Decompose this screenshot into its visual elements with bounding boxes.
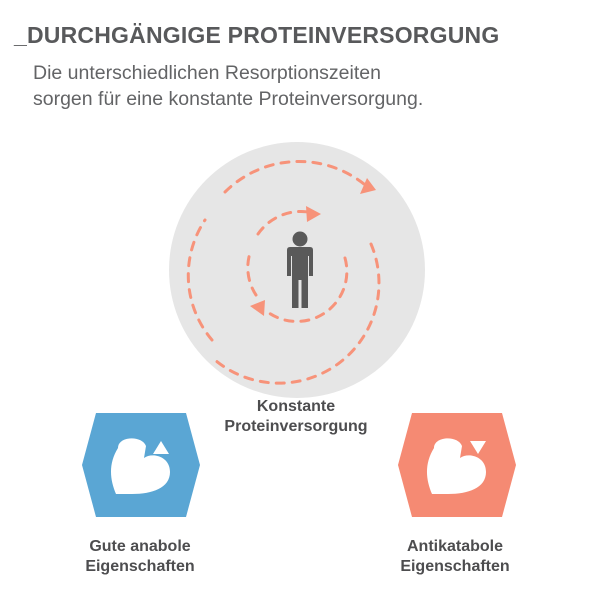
left-label-line-2: Eigenschaften (85, 558, 195, 575)
outer-arrowhead-top (360, 178, 376, 194)
arrow-up-icon (153, 441, 169, 454)
center-label: Konstante Proteinversorgung (196, 397, 396, 437)
right-badge-label: Antikatabole Eigenschaften (375, 537, 535, 577)
person-icon (287, 231, 313, 308)
center-label-line-1: Konstante (256, 398, 336, 415)
page-subtitle: Die unterschiedlichen Resorptionszeiten … (33, 60, 553, 112)
right-label-line-2: Eigenschaften (400, 558, 510, 575)
left-hexagon-badge (82, 413, 200, 517)
outer-cycle-arrow (223, 160, 366, 194)
arrow-down-icon (470, 441, 486, 454)
inner-cycle-arrow (256, 210, 310, 236)
left-badge-label: Gute anabole Eigenschaften (60, 537, 220, 577)
center-label-line-2: Proteinversorgung (224, 418, 368, 435)
outer-cycle-arrow-lower (213, 242, 381, 385)
inner-arrowhead-top (306, 206, 321, 222)
subtitle-line-2: sorgen für eine konstante Proteinversorg… (33, 88, 424, 110)
outer-cycle-arrow-left (186, 218, 214, 342)
page-title: _DURCHGÄNGIGE PROTEINVERSORGUNG (14, 22, 500, 48)
subtitle-line-1: Die unterschiedlichen Resorptionszeiten (33, 62, 381, 84)
left-label-line-1: Gute anabole (89, 538, 191, 555)
right-hexagon-badge (398, 413, 516, 517)
inner-cycle-arrow-lower (263, 256, 349, 323)
right-label-line-1: Antikatabole (406, 538, 503, 555)
inner-cycle-arrow-left (246, 248, 258, 297)
inner-arrowhead-bottom (250, 300, 265, 316)
